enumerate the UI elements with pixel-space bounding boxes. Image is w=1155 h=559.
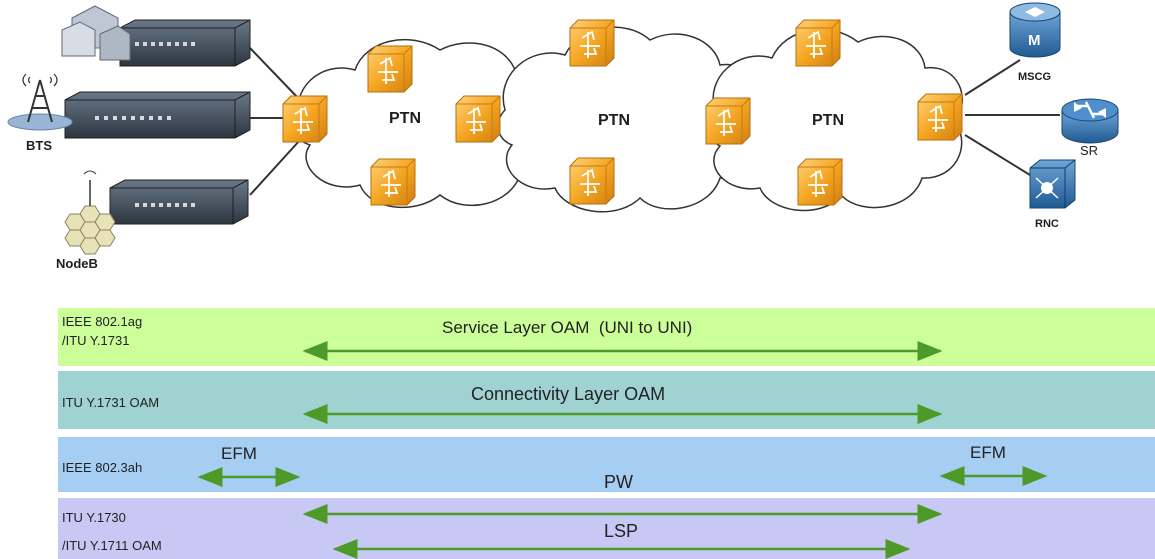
switch-cloud3-top bbox=[795, 19, 841, 67]
switch-cloud1-2-border bbox=[455, 95, 501, 143]
service-layer-label: Service Layer OAM (UNI to UNI) bbox=[442, 318, 693, 337]
mscg-icon-letter: M bbox=[1028, 32, 1041, 49]
switch-cloud1-top bbox=[367, 45, 413, 93]
lsp-label: LSP bbox=[604, 521, 639, 541]
efm-standard: IEEE 802.3ah bbox=[62, 460, 143, 475]
switch-cloud2-bottom bbox=[569, 157, 615, 205]
service-layer-standard-line1: IEEE 802.1ag bbox=[62, 314, 143, 329]
switch-cloud1-bottom bbox=[370, 158, 416, 206]
switch-cloud2-3-border bbox=[705, 97, 751, 145]
lsp-standard-line2: /ITU Y.1711 OAM bbox=[62, 538, 162, 553]
right-links bbox=[964, 59, 1060, 176]
cloud-label-3: PTN bbox=[812, 112, 844, 129]
efm-right-label: EFM bbox=[970, 443, 1006, 462]
cloud-label-2: PTN bbox=[598, 112, 630, 129]
device-label-nodeb: NodeB bbox=[56, 256, 98, 271]
device-label-bts: BTS bbox=[26, 138, 52, 153]
cloud-group bbox=[294, 26, 964, 213]
switch-edge-right bbox=[917, 93, 963, 141]
device-label-sr: SR bbox=[1080, 143, 1099, 158]
building-cluster-icon bbox=[61, 5, 131, 61]
pw-label: PW bbox=[604, 472, 633, 492]
service-layer-standard-line2: /ITU Y.1731 bbox=[62, 333, 130, 348]
device-label-mscg: MSCG bbox=[1018, 71, 1051, 83]
sr-router-icon bbox=[1061, 98, 1119, 144]
lsp-standard-line1: ITU Y.1730 bbox=[62, 510, 126, 525]
connectivity-layer-label: Connectivity Layer OAM bbox=[471, 384, 666, 404]
switch-cloud3-bottom bbox=[797, 158, 843, 206]
nodeb-icon bbox=[64, 170, 116, 255]
bts-tower-icon bbox=[7, 73, 73, 131]
switch-edge-left bbox=[282, 95, 328, 143]
mscg-router-icon bbox=[1009, 2, 1061, 58]
access-device-bottom bbox=[109, 179, 249, 225]
cloud-label-1: PTN bbox=[389, 110, 421, 127]
device-label-rnc: RNC bbox=[1035, 218, 1059, 230]
connectivity-layer-standard: ITU Y.1731 OAM bbox=[62, 395, 160, 410]
switch-cloud2-top bbox=[569, 19, 615, 67]
efm-left-label: EFM bbox=[221, 444, 257, 463]
rnc-icon bbox=[1029, 159, 1076, 209]
access-device-top bbox=[119, 19, 251, 67]
access-device-middle bbox=[64, 91, 251, 139]
